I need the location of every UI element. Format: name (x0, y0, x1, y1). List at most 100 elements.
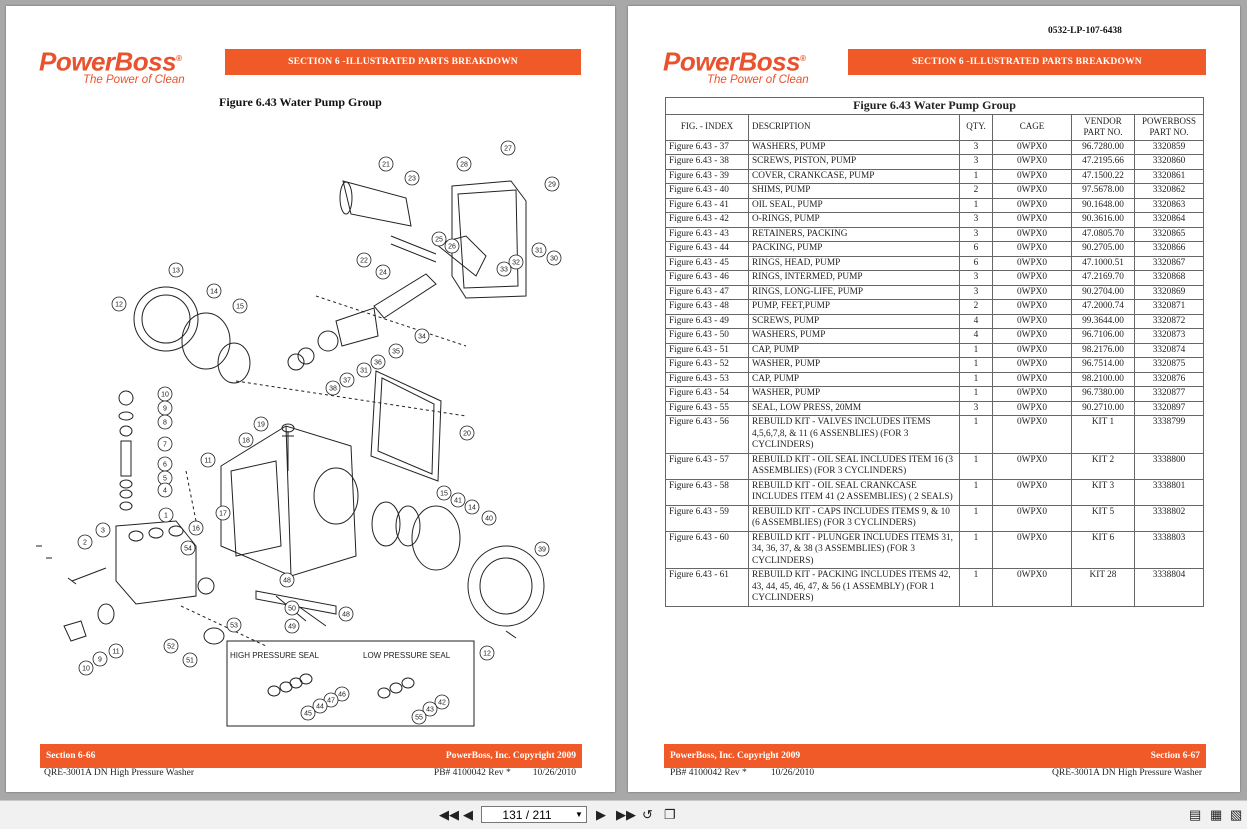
facing-view-icon[interactable]: ▧ (1230, 807, 1243, 822)
callout-circle (414, 328, 430, 344)
callout-bubble: 16 (188, 520, 204, 536)
callout-bubble: 25 (431, 231, 447, 247)
callout-circle (226, 617, 242, 633)
right-page: 0532-LP-107-6438 PowerBoss® The Power of… (628, 6, 1240, 792)
callout-label: 8 (163, 420, 167, 427)
seal-label-high: HIGH PRESSURE SEAL (230, 651, 319, 660)
callout-circle (546, 250, 562, 266)
footer-sub-right: PB# 4100042 Rev * 10/26/2010 QRE-3001A D… (670, 768, 1202, 778)
cell-qty: 3 (959, 400, 993, 416)
cell-cage: 0WPX0 (992, 328, 1072, 344)
cell-description: RINGS, HEAD, PUMP (748, 255, 960, 271)
powerboss-logo: PowerBoss® The Power of Clean (39, 46, 185, 87)
footer-model-right: QRE-3001A DN High Pressure Washer (1052, 768, 1202, 778)
cell-description: REBUILD KIT - VALVES INCLUDES ITEMS 4,5,… (748, 415, 960, 454)
callout-label: 6 (163, 462, 167, 469)
cell-cage: 0WPX0 (992, 241, 1072, 257)
cell-qty: 3 (959, 154, 993, 170)
callout-label: 41 (454, 498, 462, 505)
cell-powerboss: 3338802 (1134, 504, 1204, 532)
header-fig-index: FIG. - INDEX (665, 113, 749, 141)
cell-description: WASHER, PUMP (748, 357, 960, 373)
cell-fig-index: Figure 6.43 - 37 (665, 139, 749, 155)
callout-bubble: 10 (157, 386, 173, 402)
callout-bubble: 43 (422, 701, 438, 717)
cell-qty: 1 (959, 357, 993, 373)
callout-label: 53 (230, 623, 238, 630)
cell-qty: 3 (959, 139, 993, 155)
callout-label: 48 (342, 612, 350, 619)
callout-bubble: 3 (95, 522, 111, 538)
callout-bubble: 45 (300, 705, 316, 721)
callout-bubble: 42 (434, 694, 450, 710)
callout-circle (312, 698, 328, 714)
continuous-view-icon[interactable]: ▦ (1210, 807, 1223, 822)
callout-label: 7 (163, 442, 167, 449)
cell-description: WASHERS, PUMP (748, 139, 960, 155)
cell-cage: 0WPX0 (992, 415, 1072, 454)
page-number-input[interactable]: 131 / 211 ▼ (481, 806, 587, 823)
prev-page-icon[interactable]: ◀ (463, 807, 473, 822)
callout-bubble: 23 (404, 170, 420, 186)
single-page-view-icon[interactable]: ▤ (1189, 807, 1202, 822)
doc-number: 0532-LP-107-6438 (1048, 26, 1122, 36)
callout-circle (431, 231, 447, 247)
powerboss-logo-right: PowerBoss® The Power of Clean (663, 46, 809, 87)
callout-bubble: 48 (279, 572, 295, 588)
callout-label: 27 (504, 146, 512, 153)
callout-label: 43 (426, 707, 434, 714)
cell-vendor: 96.7280.00 (1071, 139, 1135, 155)
section-title-right: SECTION 6 -ILLUSTRATED PARTS BREAKDOWN (912, 57, 1142, 67)
cell-vendor: 97.5678.00 (1071, 183, 1135, 199)
cell-fig-index: Figure 6.43 - 60 (665, 530, 749, 569)
callout-bubble: 44 (312, 698, 328, 714)
callout-bubble: 9 (157, 400, 173, 416)
cell-cage: 0WPX0 (992, 183, 1072, 199)
cell-vendor: 47.1500.22 (1071, 168, 1135, 184)
callout-bubble: 36 (370, 354, 386, 370)
cell-description: PUMP, FEET,PUMP (748, 299, 960, 315)
cell-qty: 1 (959, 568, 993, 607)
first-page-icon[interactable]: ◀◀ (439, 807, 459, 822)
callout-bubble: 31 (531, 242, 547, 258)
callout-circle (544, 176, 560, 192)
two-page-icon[interactable]: ❐ (664, 807, 676, 822)
callout-bubble: 15 (436, 485, 452, 501)
cell-qty: 1 (959, 478, 993, 506)
cell-vendor: 90.3616.00 (1071, 212, 1135, 228)
viewer-toolbar: ◀◀ ◀ 131 / 211 ▼ ▶ ▶▶ ↺ ❐ ▤ ▦ ▧ (0, 800, 1247, 829)
cell-fig-index: Figure 6.43 - 46 (665, 270, 749, 286)
cell-powerboss: 3338799 (1134, 415, 1204, 454)
callout-circle (95, 522, 111, 538)
cell-cage: 0WPX0 (992, 452, 1072, 480)
callout-circle (157, 414, 173, 430)
header-powerboss: POWERBOSS PART NO. (1134, 113, 1204, 141)
callout-label: 31 (535, 248, 543, 255)
rotate-icon[interactable]: ↺ (642, 807, 653, 822)
cell-powerboss: 3320859 (1134, 139, 1204, 155)
callout-label: 30 (550, 256, 558, 263)
cell-cage: 0WPX0 (992, 154, 1072, 170)
callout-bubble: 19 (253, 416, 269, 432)
callout-bubble: 13 (168, 262, 184, 278)
cell-cage: 0WPX0 (992, 284, 1072, 300)
cell-qty: 4 (959, 313, 993, 329)
callout-label: 21 (382, 162, 390, 169)
next-page-icon[interactable]: ▶ (596, 807, 606, 822)
cell-fig-index: Figure 6.43 - 40 (665, 183, 749, 199)
cell-fig-index: Figure 6.43 - 38 (665, 154, 749, 170)
chevron-down-icon[interactable]: ▼ (575, 810, 583, 819)
callout-circle (284, 600, 300, 616)
callout-bubble: 50 (284, 600, 300, 616)
diagram-linework (36, 180, 545, 727)
last-page-icon[interactable]: ▶▶ (616, 807, 636, 822)
callout-label: 54 (184, 546, 192, 553)
callout-circle (508, 254, 524, 270)
parts-table: Figure 6.43 Water Pump Group FIG. - INDE… (665, 97, 1204, 607)
